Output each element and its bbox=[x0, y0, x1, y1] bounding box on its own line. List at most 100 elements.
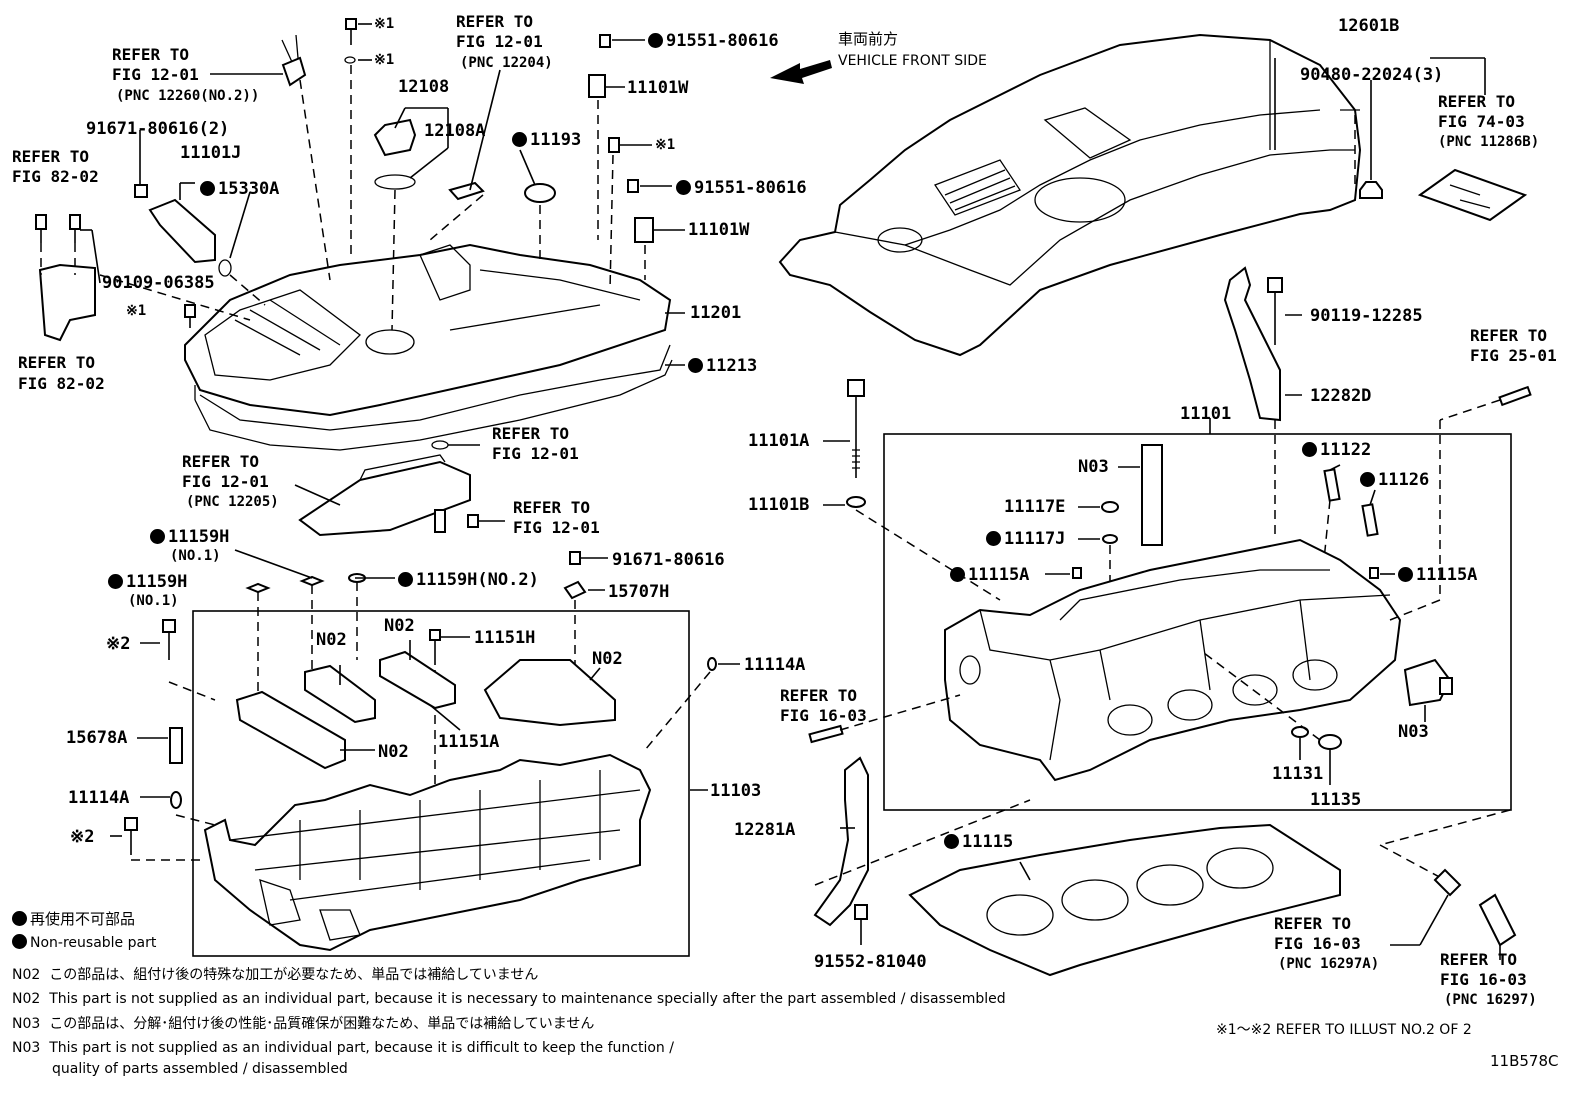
breather-plate-illustration bbox=[294, 440, 505, 537]
label-11101W-b: 11101W bbox=[688, 220, 750, 240]
label-n03-b: N03 bbox=[1398, 722, 1429, 742]
label-90480: 90480-22024(3) bbox=[1300, 65, 1444, 85]
front-direction-arrow bbox=[770, 60, 832, 84]
cylinder-head-box bbox=[823, 379, 1532, 811]
note-text: この部品は、分解･組付け後の性能･品質確保が困難なため、単品では補給していません bbox=[49, 1016, 595, 1032]
label-11115: 11115 bbox=[944, 832, 1013, 852]
label-n02-b: N02 bbox=[384, 616, 415, 636]
label-11115A-a: 11115A bbox=[950, 565, 1029, 585]
note-row: N02 この部品は、組付け後の特殊な加工が必要なため、単品では補給していません bbox=[12, 966, 538, 984]
note-text: quality of parts assembled / disassemble… bbox=[52, 1061, 348, 1077]
refer-fig-16-03-b-line2[interactable]: FIG 16-03 bbox=[1274, 934, 1361, 953]
refer-fig-12-01-e-line2[interactable]: FIG 12-01 bbox=[513, 518, 600, 537]
note-code: N02 bbox=[12, 967, 41, 983]
legend-non-reusable-en: Non-reusable part bbox=[12, 934, 156, 952]
label-11101: 11101 bbox=[1180, 404, 1232, 424]
label-mark1-d: ※1 bbox=[126, 303, 147, 319]
label-mark1-b: ※1 bbox=[374, 52, 395, 68]
refer-illust-note: ※1～※2 REFER TO ILLUST NO.2 OF 2 bbox=[1216, 1022, 1472, 1038]
vehicle-front-en: VEHICLE FRONT SIDE bbox=[838, 53, 987, 69]
label-11159H-b: 11159H bbox=[108, 572, 187, 592]
hose-parts-bottom-right bbox=[1390, 868, 1517, 960]
refer-fig-12-01-b-pnc: (PNC 12204) bbox=[460, 55, 553, 71]
label-91551-b: 91551-80616 bbox=[676, 178, 807, 198]
small-parts-top-left bbox=[35, 18, 685, 342]
refer-fig-12-01-c-line1[interactable]: REFER TO bbox=[492, 424, 570, 443]
label-n02-a: N02 bbox=[316, 630, 347, 650]
refer-fig-12-01-d-line1[interactable]: REFER TO bbox=[182, 452, 260, 471]
label-mark2-b: ※2 bbox=[70, 827, 95, 847]
note-text: This part is not supplied as an individu… bbox=[49, 1040, 674, 1056]
refer-fig-16-03-a-line1[interactable]: REFER TO bbox=[780, 686, 858, 705]
note-code: N03 bbox=[12, 1016, 41, 1032]
refer-fig-12-01-d-line2[interactable]: FIG 12-01 bbox=[182, 472, 269, 491]
engine-hanger-rear bbox=[1223, 266, 1302, 540]
refer-fig-12-01-a-pnc: (PNC 12260(NO.2)) bbox=[116, 88, 260, 104]
figure-id: 11B578C bbox=[1490, 1052, 1559, 1070]
refer-fig-12-01-b-line2[interactable]: FIG 12-01 bbox=[456, 32, 543, 51]
label-91671-a: 91671-80616(2) bbox=[86, 119, 230, 139]
label-n03-a: N03 bbox=[1078, 457, 1109, 477]
label-12601B: 12601B bbox=[1338, 16, 1400, 36]
label-12108A: 12108A bbox=[424, 121, 486, 141]
refer-fig-74-03-line1[interactable]: REFER TO bbox=[1438, 92, 1516, 111]
note-row: N03 この部品は、分解･組付け後の性能･品質確保が困難なため、単品では補給して… bbox=[12, 1015, 594, 1033]
note-text: This part is not supplied as an individu… bbox=[49, 991, 1006, 1007]
refer-fig-25-01-line2[interactable]: FIG 25-01 bbox=[1470, 346, 1557, 365]
refer-fig-16-03-c-line2[interactable]: FIG 16-03 bbox=[1440, 970, 1527, 989]
note-row: N03 This part is not supplied as an indi… bbox=[12, 1039, 674, 1057]
note-text: この部品は、組付け後の特殊な加工が必要なため、単品では補給していません bbox=[49, 967, 539, 983]
cylinder-head-cover-illustration bbox=[184, 243, 685, 451]
refer-fig-12-01-b-line1[interactable]: REFER TO bbox=[456, 12, 534, 31]
refer-fig-12-01-d-pnc: (PNC 12205) bbox=[186, 494, 279, 510]
refer-fig-82-02-b-line2[interactable]: FIG 82-02 bbox=[18, 374, 105, 393]
refer-fig-25-01-line1[interactable]: REFER TO bbox=[1470, 326, 1548, 345]
label-90119: 90119-12285 bbox=[1310, 306, 1423, 326]
label-91552: 91552-81040 bbox=[814, 952, 927, 972]
label-11159H-a: 11159H bbox=[150, 527, 229, 547]
label-11201: 11201 bbox=[690, 303, 742, 323]
note-code: N03 bbox=[12, 1040, 41, 1056]
label-91551-a: 91551-80616 bbox=[648, 31, 779, 51]
refer-fig-12-01-e-line1[interactable]: REFER TO bbox=[513, 498, 591, 517]
label-11117J: 11117J bbox=[986, 529, 1065, 549]
refer-fig-16-03-b-line1[interactable]: REFER TO bbox=[1274, 914, 1352, 933]
refer-fig-16-03-c-line1[interactable]: REFER TO bbox=[1440, 950, 1518, 969]
label-11159H-b-sub: (NO.1) bbox=[128, 593, 179, 609]
label-12282D: 12282D bbox=[1310, 386, 1372, 406]
engine-cover-illustration bbox=[778, 33, 1528, 357]
label-11115A-b: 11115A bbox=[1398, 565, 1477, 585]
refer-fig-82-02-b-line1[interactable]: REFER TO bbox=[18, 353, 96, 372]
label-n02-d: N02 bbox=[378, 742, 409, 762]
label-11131: 11131 bbox=[1272, 764, 1324, 784]
refer-fig-12-01-a-line2[interactable]: FIG 12-01 bbox=[112, 65, 199, 84]
label-11101W-a: 11101W bbox=[627, 78, 689, 98]
label-11159H-c: 11159H(NO.2) bbox=[398, 570, 539, 590]
refer-fig-74-03-pnc: (PNC 11286B) bbox=[1438, 134, 1540, 150]
label-11135: 11135 bbox=[1310, 790, 1362, 810]
label-12281A: 12281A bbox=[734, 820, 796, 840]
label-mark1-a: ※1 bbox=[374, 16, 395, 32]
label-11101A: 11101A bbox=[748, 431, 810, 451]
refer-fig-82-02-a-line2[interactable]: FIG 82-02 bbox=[12, 167, 99, 186]
refer-fig-74-03-line2[interactable]: FIG 74-03 bbox=[1438, 112, 1525, 131]
refer-fig-82-02-a-line1[interactable]: REFER TO bbox=[12, 147, 90, 166]
label-11122: 11122 bbox=[1302, 440, 1371, 460]
refer-fig-12-01-c-line2[interactable]: FIG 12-01 bbox=[492, 444, 579, 463]
vehicle-front-jp: 車両前方 bbox=[838, 30, 899, 48]
engine-hanger-front bbox=[808, 694, 1031, 945]
label-mark1-c: ※1 bbox=[655, 137, 676, 153]
label-11101J: 11101J bbox=[180, 143, 242, 163]
refer-fig-16-03-a-line2[interactable]: FIG 16-03 bbox=[780, 706, 867, 725]
label-11126: 11126 bbox=[1360, 470, 1429, 490]
label-11151H: 11151H bbox=[474, 628, 536, 648]
refer-fig-12-01-a-line1[interactable]: REFER TO bbox=[112, 45, 190, 64]
note-code: N02 bbox=[12, 991, 41, 1007]
note-row: quality of parts assembled / disassemble… bbox=[52, 1060, 348, 1078]
refer-fig-16-03-b-pnc: (PNC 16297A) bbox=[1278, 956, 1380, 972]
label-11101B: 11101B bbox=[748, 495, 810, 515]
label-mark2-a: ※2 bbox=[106, 634, 131, 654]
label-11103: 11103 bbox=[710, 781, 762, 801]
label-11114A-b: 11114A bbox=[68, 788, 130, 808]
label-11213: 11213 bbox=[688, 356, 757, 376]
